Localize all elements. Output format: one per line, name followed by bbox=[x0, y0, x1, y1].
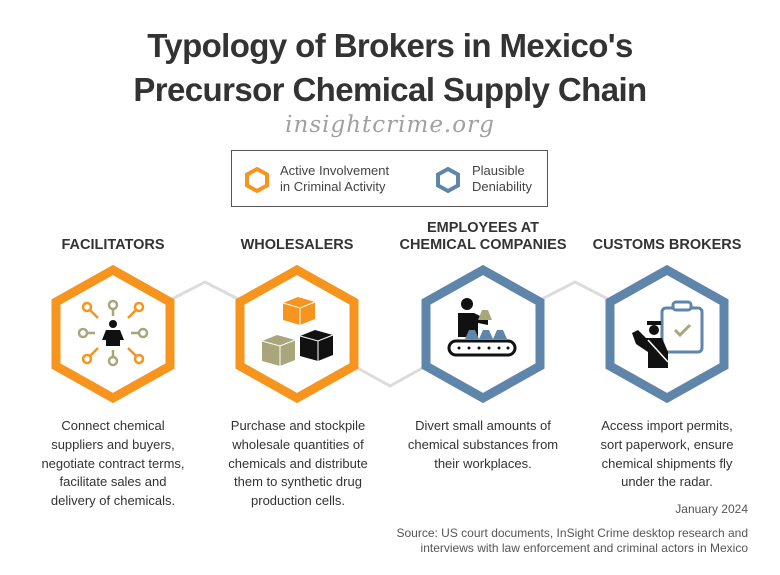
conveyor-worker-icon bbox=[447, 298, 517, 357]
title-line-1: Typology of Brokers in Mexico's bbox=[147, 27, 633, 64]
hexagon-facilitators bbox=[51, 264, 175, 404]
connector bbox=[539, 280, 611, 302]
date: January 2024 bbox=[675, 502, 748, 516]
head-customs: CUSTOMS BROKERS bbox=[592, 237, 742, 253]
head-wholesalers: WHOLESALERS bbox=[240, 237, 354, 253]
hexagon-customs bbox=[605, 264, 729, 404]
connector bbox=[353, 364, 427, 388]
network-person-icon bbox=[77, 299, 149, 367]
hexagon-wholesalers bbox=[235, 264, 359, 404]
desc-customs: Access import permits,sort paperwork, en… bbox=[600, 418, 734, 490]
hexagon-employees bbox=[421, 264, 545, 404]
blue-hexagon-icon bbox=[436, 166, 460, 194]
customs-officer-icon bbox=[632, 300, 704, 368]
orange-hexagon-icon bbox=[245, 166, 269, 194]
head-facilitators: FACILITATORS bbox=[61, 237, 165, 253]
title-line-2: Precursor Chemical Supply Chain bbox=[133, 71, 647, 108]
boxes-icon bbox=[261, 297, 334, 366]
source-note: Source: US court documents, InSight Crim… bbox=[396, 526, 748, 555]
site-name: insightcrime.org bbox=[285, 112, 495, 138]
connectors bbox=[169, 280, 611, 388]
connector bbox=[169, 280, 241, 302]
